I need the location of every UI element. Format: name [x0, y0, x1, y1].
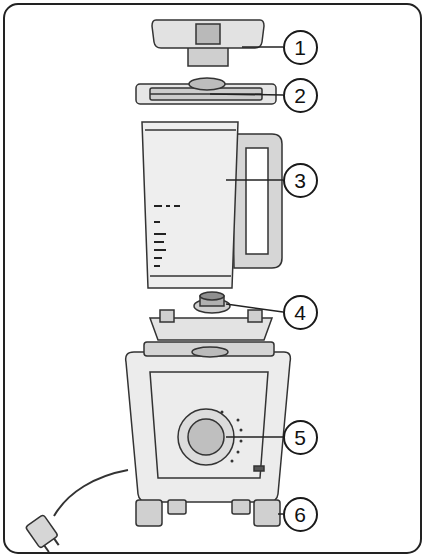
lid [136, 78, 276, 104]
callout-number: 1 [283, 30, 318, 65]
blade-assembly [150, 292, 272, 340]
callout-number: 3 [283, 163, 318, 198]
callout-text: 1 [294, 37, 306, 58]
callout-number: 4 [283, 295, 318, 330]
feet [136, 500, 280, 526]
callout-text: 3 [294, 170, 306, 191]
callout-number: 5 [283, 420, 318, 455]
lid-cap [152, 20, 264, 66]
jar [142, 122, 282, 288]
callout-number: 6 [283, 497, 318, 532]
callout-text: 2 [294, 85, 306, 106]
callout-number: 2 [283, 78, 318, 113]
callout-text: 5 [294, 427, 306, 448]
power-cord [25, 470, 128, 555]
motor-base [126, 342, 291, 502]
callout-text: 4 [294, 302, 306, 323]
frame [4, 4, 421, 553]
callout-text: 6 [294, 504, 306, 525]
leader-lines [210, 47, 283, 514]
